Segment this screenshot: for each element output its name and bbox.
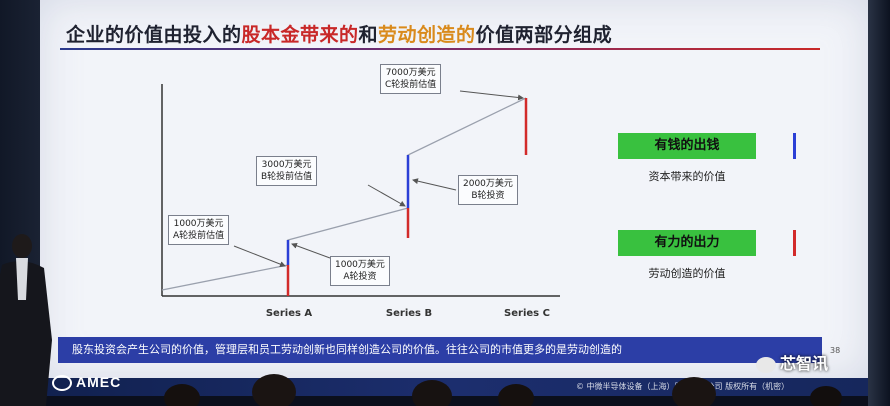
labor-badge: 有力的出力: [618, 230, 756, 256]
room-background-right: [868, 0, 890, 406]
copyright-text: © 中微半导体设备（上海）股份有限公司 版权所有（机密）: [576, 382, 790, 391]
box-b-investment: 2000万美元 B轮投资: [458, 175, 518, 205]
valuation-chart: [161, 84, 560, 297]
labor-sublabel: 劳动创造的价值: [648, 267, 726, 280]
title-part-capital: 股本金带来的: [241, 24, 359, 46]
box-a-pre-amount: 1000万美元: [173, 219, 224, 229]
presentation-slide: 企业的价值由投入的股本金带来的和劳动创造的价值两部分组成 1000万美元 A轮投…: [40, 0, 868, 378]
x-label-series-c: Series C: [504, 308, 550, 319]
box-b-pre-valuation: 3000万美元 B轮投前估值: [256, 156, 318, 186]
amec-logo: AMEC: [52, 374, 122, 392]
wechat-icon: [756, 356, 776, 373]
room-background-left: [0, 0, 40, 406]
box-c-pre-label: C轮投前估值: [385, 80, 437, 90]
watermark: 芯智讯: [756, 350, 828, 374]
arrow-b-inv: [412, 178, 457, 191]
caption-bar: 股东投资会产生公司的价值，管理层和员工劳动创新也同样创造公司的价值。往往公司的市…: [58, 337, 822, 363]
capital-sublabel: 资本带来的价值: [648, 170, 726, 183]
title-part-labor: 劳动创造的: [378, 24, 476, 46]
x-label-series-a: Series A: [265, 308, 313, 319]
box-a-pre-label: A轮投前估值: [173, 231, 225, 241]
box-a-inv-label: A轮投资: [343, 272, 377, 282]
capital-badge: 有钱的出钱: [618, 133, 756, 159]
title-part-end: 价值两部分组成: [475, 24, 613, 46]
arrow-a-inv: [291, 242, 331, 259]
title-underline: [60, 48, 820, 50]
page-number: 38: [830, 346, 841, 355]
arrow-c-pre: [459, 90, 524, 101]
capital-legend-bar: [793, 133, 796, 159]
valuation-line: [161, 97, 527, 291]
title-part-1: 企业的价值由投入的: [66, 24, 242, 46]
amec-logo-text: AMEC: [76, 374, 122, 390]
arrow-b-pre: [367, 184, 406, 207]
box-a-pre-valuation: 1000万美元 A轮投前估值: [168, 215, 230, 245]
labor-legend-bar: [793, 230, 796, 256]
footer-strip: [40, 378, 868, 396]
title-part-and: 和: [358, 24, 379, 46]
box-a-investment: 1000万美元 A轮投资: [330, 256, 390, 286]
slide-title: 企业的价值由投入的股本金带来的和劳动创造的价值两部分组成: [66, 20, 826, 47]
box-b-pre-amount: 3000万美元: [261, 160, 312, 170]
x-label-series-b: Series B: [385, 308, 433, 319]
box-b-inv-amount: 2000万美元: [463, 179, 513, 189]
box-a-inv-amount: 1000万美元: [335, 260, 385, 270]
box-b-inv-label: B轮投资: [471, 191, 505, 201]
amec-globe-icon: [52, 375, 72, 392]
arrow-a-pre: [233, 245, 286, 267]
box-b-pre-label: B轮投前估值: [261, 172, 313, 182]
box-c-pre-valuation: 7000万美元 C轮投前估值: [380, 64, 442, 94]
box-c-pre-amount: 7000万美元: [385, 68, 436, 78]
watermark-text: 芯智讯: [780, 354, 829, 373]
